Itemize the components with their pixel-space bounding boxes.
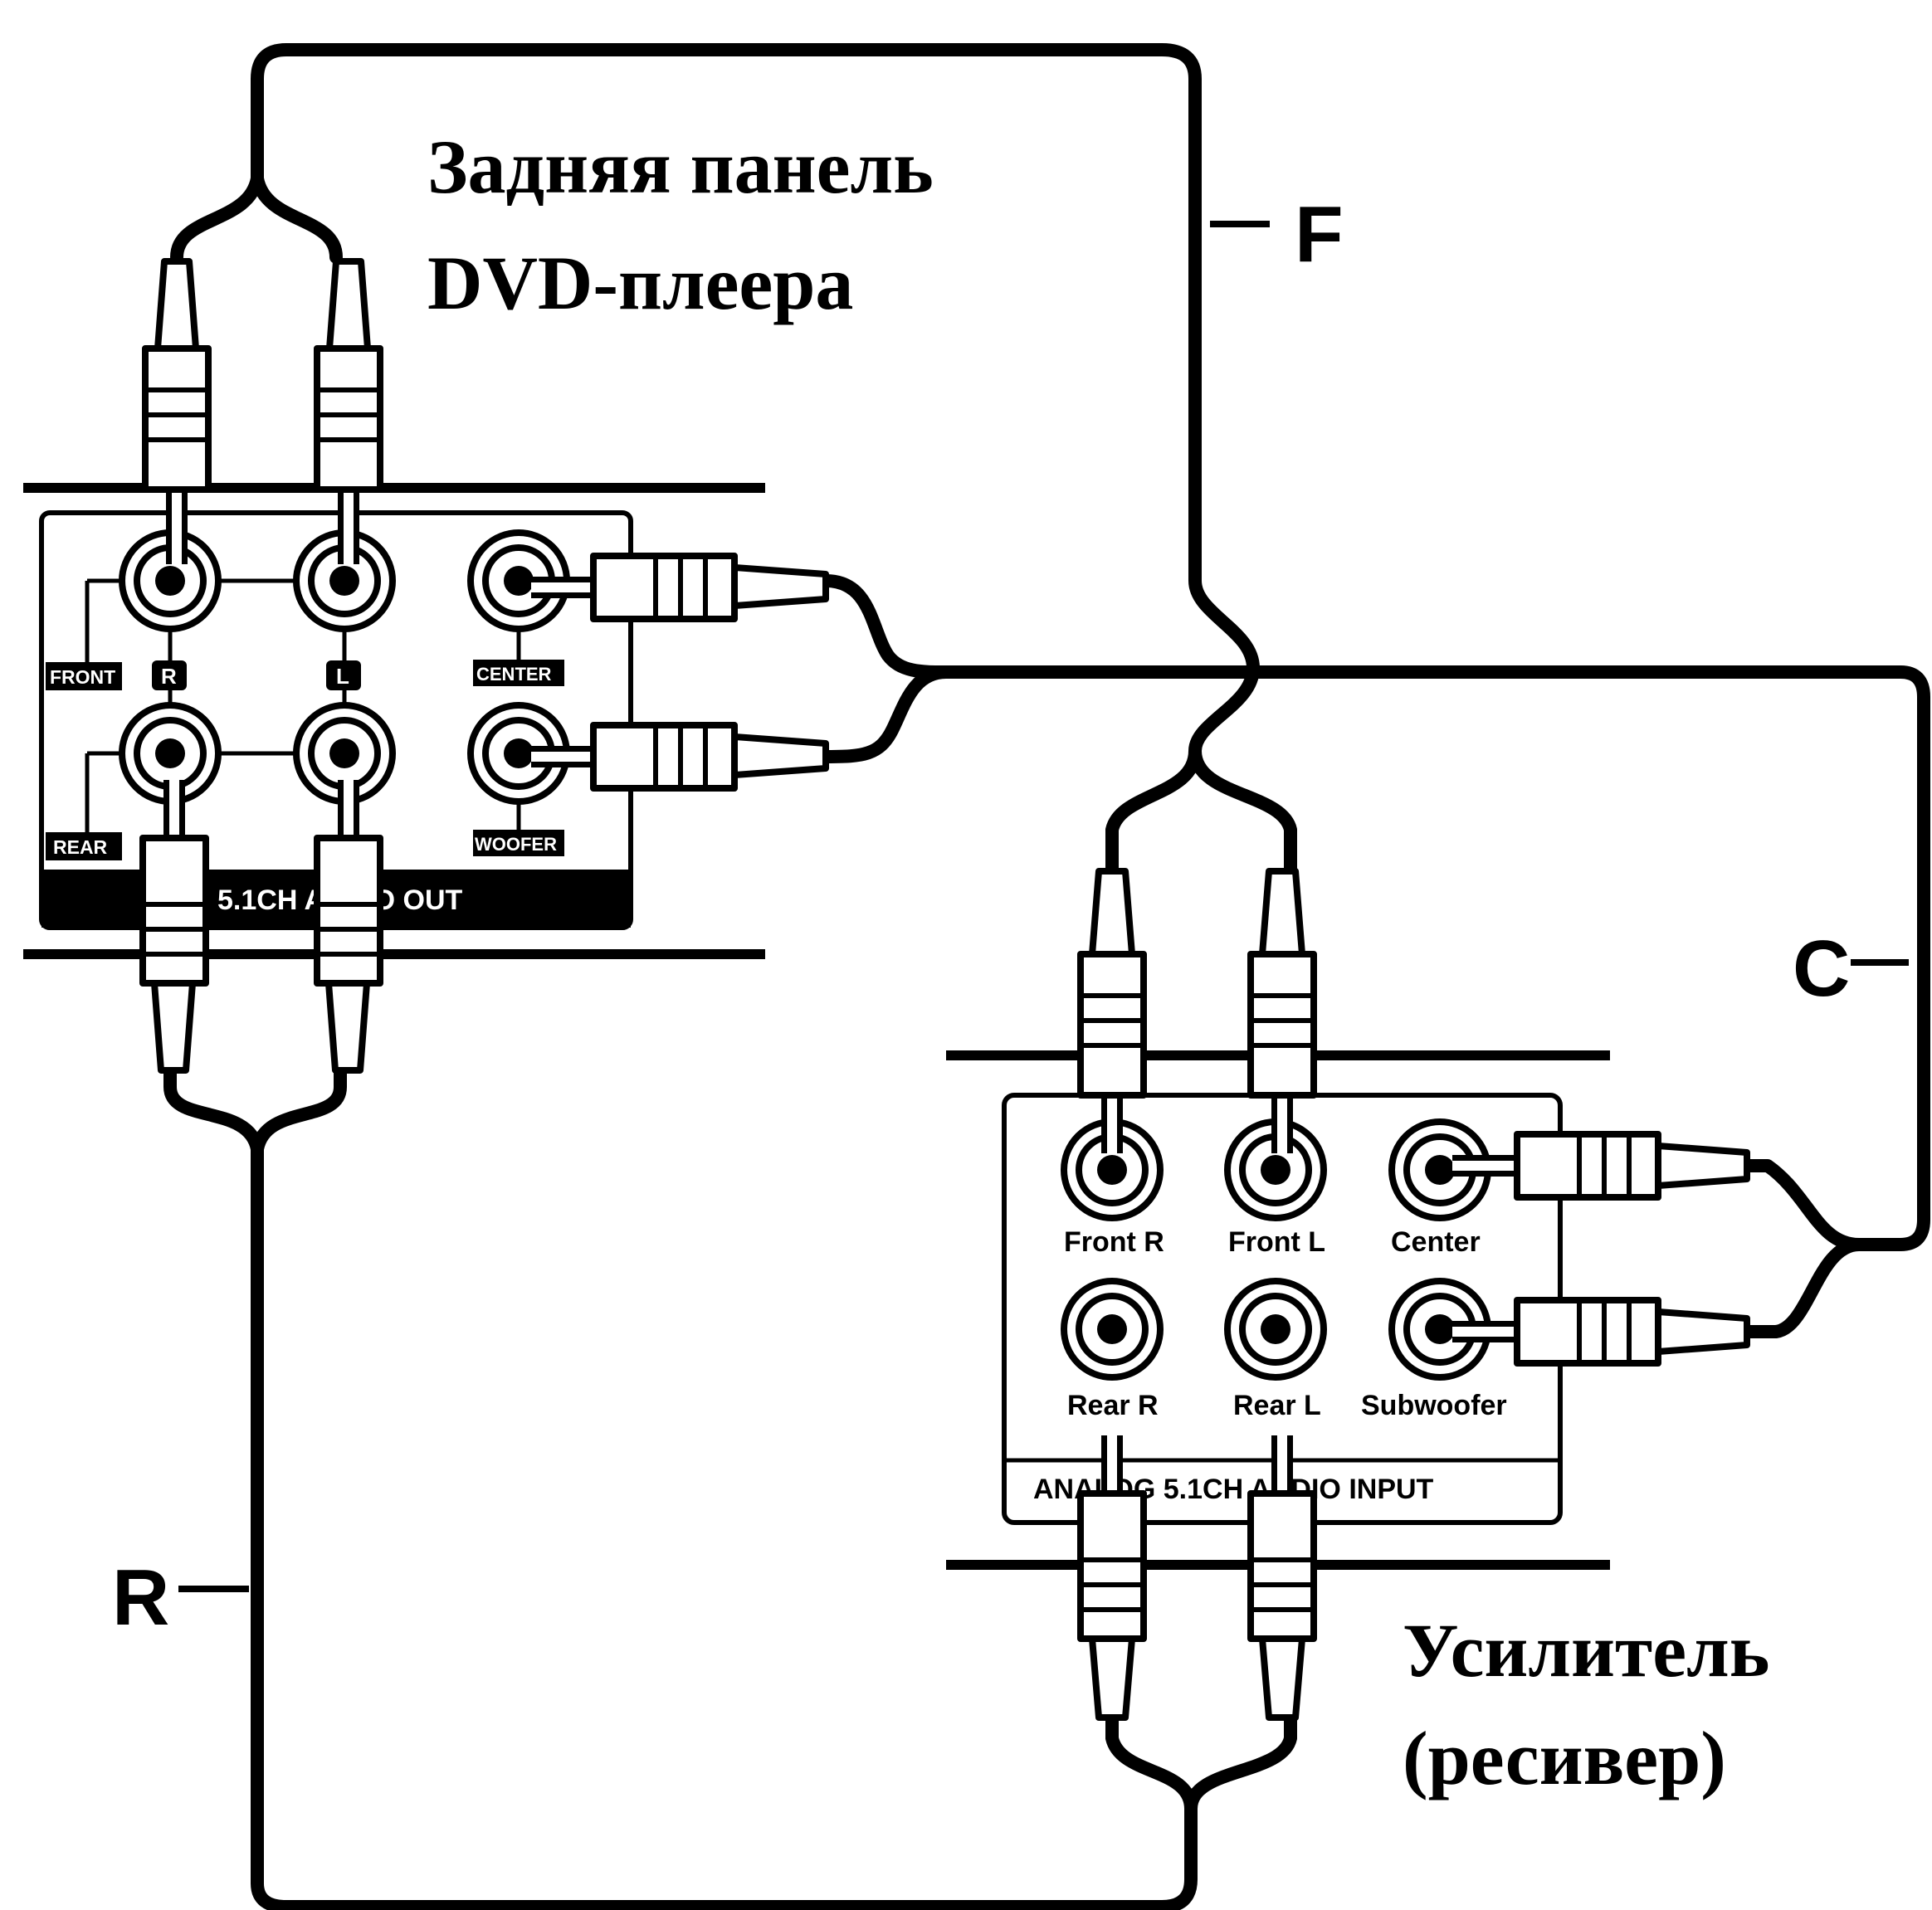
dvd-l-label: L	[336, 664, 349, 689]
front-tag-box	[46, 662, 122, 690]
dvd-center-label: CENTER	[476, 664, 552, 685]
dvd-jack-rear-r[interactable]	[119, 702, 222, 805]
dvd-plug-front-r	[142, 258, 212, 564]
cable-f-label: F	[1295, 190, 1344, 279]
woofer-tag-box	[473, 830, 564, 856]
amp-jack-subwoofer[interactable]	[1388, 1278, 1491, 1381]
cable-c-label: C	[1793, 924, 1850, 1013]
amp-label-rear-l: Rear L	[1233, 1390, 1321, 1421]
amp-jack-rear-l[interactable]	[1224, 1278, 1327, 1381]
dvd-rear-label: REAR	[53, 836, 108, 858]
amp-label-rear-r: Rear R	[1067, 1390, 1159, 1421]
dvd-jack-woofer[interactable]	[467, 702, 570, 805]
amp-jack-center[interactable]	[1388, 1118, 1491, 1221]
cable-r-label: R	[112, 1553, 169, 1642]
amp-plug-front-r	[1077, 868, 1147, 1153]
dvd-title-line2: DVD-плеера	[427, 241, 853, 325]
amp-title-line2: (ресивер)	[1403, 1716, 1726, 1800]
dvd-plug-woofer	[531, 722, 829, 792]
dvd-plug-rear-l	[314, 780, 383, 1074]
dvd-jack-center[interactable]	[467, 529, 570, 632]
amp-plug-front-l	[1247, 868, 1317, 1153]
dvd-plug-front-l	[314, 258, 383, 564]
amp-jack-front-r[interactable]	[1061, 1118, 1164, 1221]
amp-label-subwoofer: Subwoofer	[1361, 1390, 1507, 1421]
rear-tag-box	[46, 832, 122, 860]
dvd-plug-rear-r	[139, 780, 209, 1074]
dvd-front-label: FRONT	[50, 666, 115, 688]
amp-label-center: Center	[1391, 1226, 1481, 1258]
l-tag-box	[326, 660, 361, 690]
amp-label-front-r: Front R	[1064, 1226, 1164, 1258]
amp-plug-subwoofer	[1452, 1297, 1750, 1367]
cable-r	[163, 1064, 1297, 1910]
cable-c	[819, 574, 1930, 1338]
amp-plug-rear-r	[1077, 1435, 1147, 1721]
dvd-woofer-label: WOOFER	[475, 834, 557, 855]
amp-title-line1: Усилитель	[1403, 1608, 1769, 1693]
dvd-plug-center	[531, 553, 829, 622]
cable-f	[170, 43, 1297, 878]
amp-label-front-l: Front L	[1228, 1226, 1325, 1258]
dvd-jack-rear-l[interactable]	[293, 702, 396, 805]
dvd-title-line1: Задняя панель	[427, 124, 934, 209]
center-tag-box	[473, 660, 564, 686]
dvd-r-label: R	[161, 664, 177, 689]
amp-plug-rear-l	[1247, 1435, 1317, 1721]
amp-jack-rear-r[interactable]	[1061, 1278, 1164, 1381]
amp-plug-center	[1452, 1131, 1750, 1201]
r-tag-box	[152, 660, 187, 690]
